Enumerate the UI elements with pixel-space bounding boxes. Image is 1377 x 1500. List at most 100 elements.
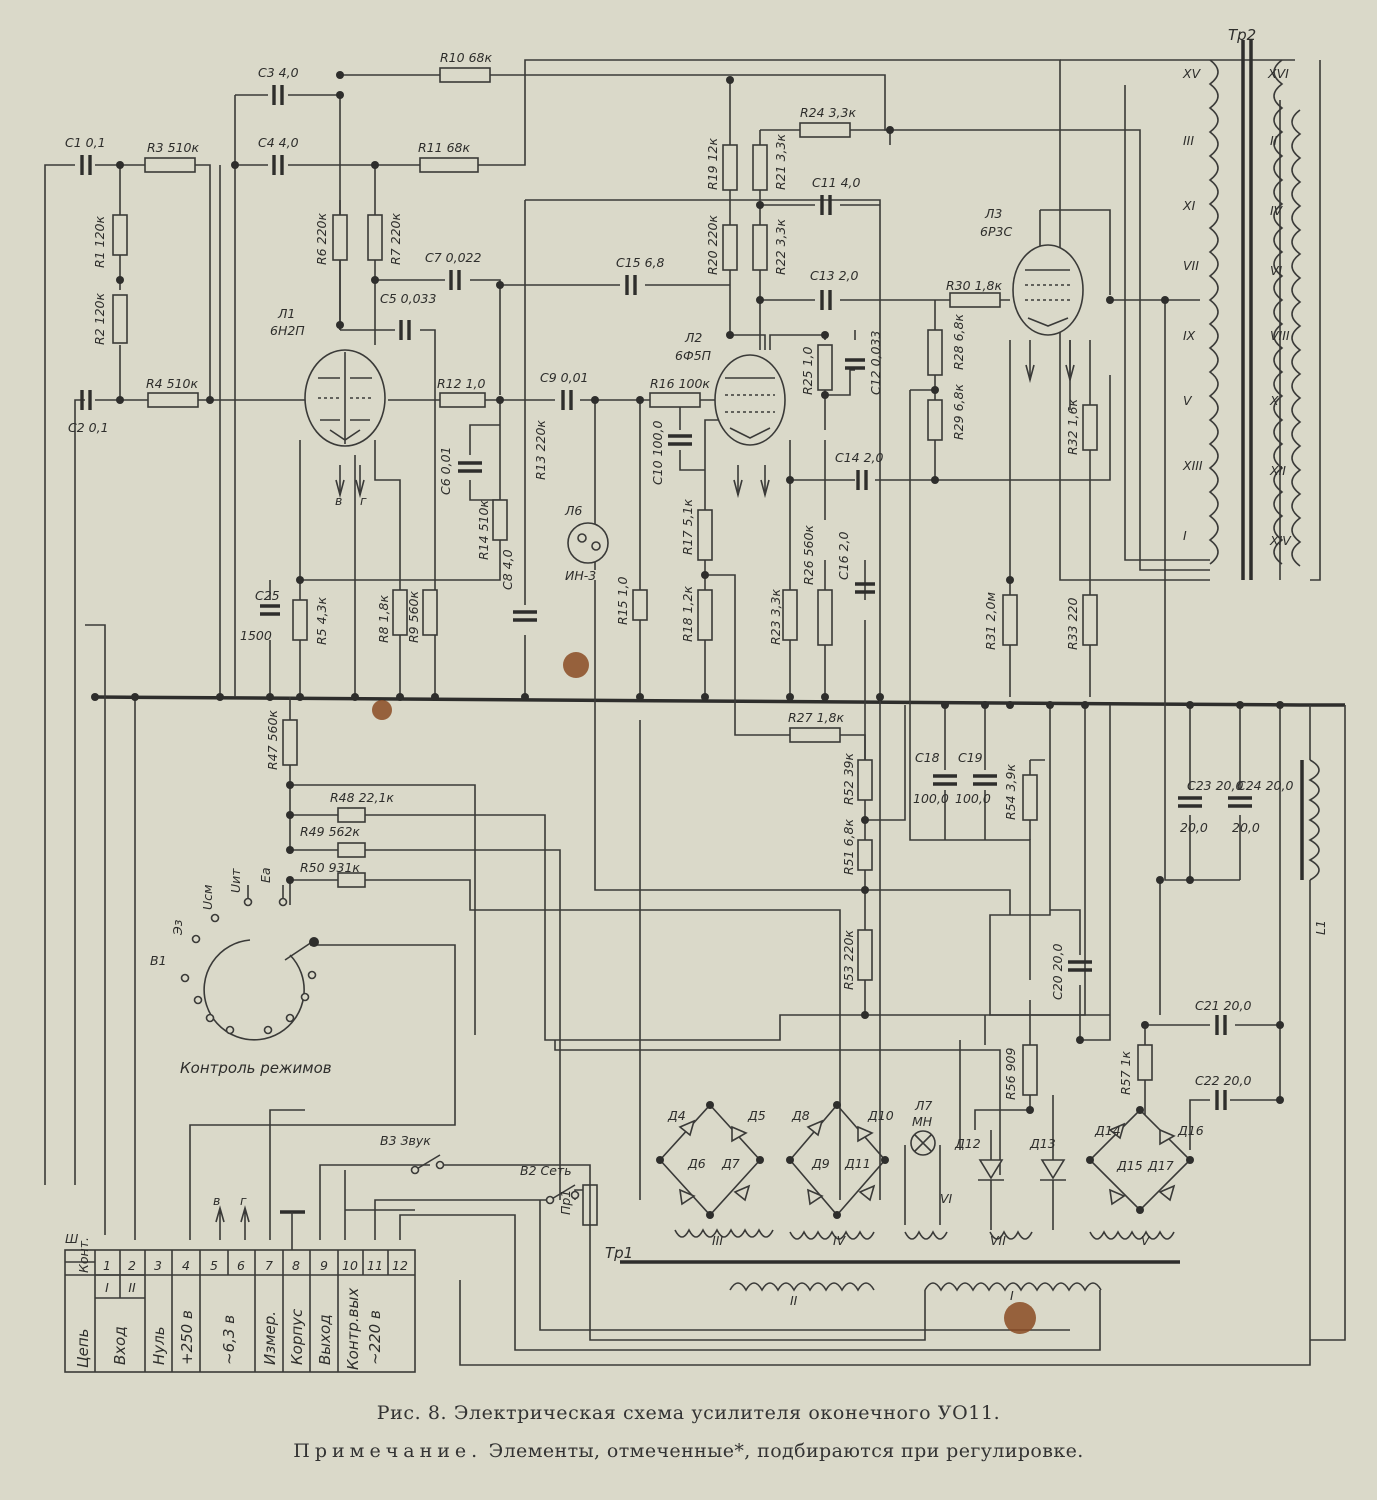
label-diode-Д6: Д6	[687, 1156, 706, 1171]
label-с5: С5 0,033	[380, 291, 436, 306]
label-с6: С6 0,01	[438, 447, 453, 496]
connector-arrows	[215, 1205, 305, 1250]
label-r28: R28 6,8к	[951, 314, 966, 370]
label-r33: R33 220	[1065, 598, 1080, 650]
label-r17: R17 5,1к	[680, 499, 695, 555]
label-connector-contact: Конт.	[76, 1237, 91, 1273]
label-pin-9: 9	[320, 1258, 328, 1273]
resistor-r14	[492, 499, 508, 541]
resistor-r49	[337, 842, 366, 858]
label-с10: С10 100,0	[650, 421, 665, 485]
label-с2: С2 0,1	[68, 420, 109, 435]
label-connector-7: Контр.вых	[344, 1288, 362, 1370]
label-lamp-l7-type: МН	[912, 1114, 933, 1129]
label-r31: R31 2,0м	[983, 592, 998, 650]
label-diode-Д17: Д17	[1147, 1158, 1174, 1173]
label-r12: R12 1,0	[437, 376, 485, 391]
junction-dots	[91, 71, 1284, 1114]
resistor-r32	[1082, 404, 1098, 451]
label-connector-8: ~220 в	[366, 1310, 384, 1365]
label-r4: R4 510к	[146, 376, 198, 391]
label-connector-ref: Ш	[65, 1231, 79, 1246]
tube-l2	[714, 354, 786, 499]
label-с23: С23 20,0	[1187, 778, 1243, 793]
label-r1: R1 120к	[92, 216, 107, 268]
label-pin-1: 1	[103, 1258, 111, 1273]
label-diode-Д4: Д4	[667, 1108, 686, 1123]
label-tr1-winding-0: I	[1010, 1288, 1014, 1303]
label-tr1-winding-1: II	[790, 1293, 798, 1308]
label-tr2: Тр2	[1228, 26, 1256, 44]
note-text: Элементы, отмеченные*, подбираются при р…	[482, 1440, 1084, 1462]
label-connector-1: Нуль	[150, 1326, 168, 1365]
label-diode-Д12: Д12	[954, 1136, 981, 1151]
label-r22: R22 3,3к	[773, 219, 788, 275]
resistor-r57	[1137, 1044, 1153, 1081]
label-c19-ref: С19	[958, 750, 983, 765]
label-r7: R7 220к	[388, 213, 403, 265]
label-c24-value: 20,0	[1232, 820, 1260, 835]
label-tube-l3-type: 6Р3С	[980, 224, 1012, 239]
label-lamp-l6-type: ИН-3	[565, 568, 596, 583]
label-diode-Д9: Д9	[811, 1156, 830, 1171]
label-с21: С21 20,0	[1195, 998, 1251, 1013]
figure-note: Примечание. Элементы, отмеченные*, подби…	[0, 1440, 1377, 1462]
label-tr2-winding-1: III	[1183, 133, 1194, 148]
resistor-r20	[722, 224, 738, 271]
label-tube-l1-ref: Л1	[277, 306, 295, 321]
label-choke: L1	[1313, 920, 1328, 935]
mode-switch-b1	[180, 885, 319, 1041]
label-diode-Д16: Д16	[1177, 1123, 1204, 1138]
label-r25: R25 1,0	[800, 347, 815, 395]
resistor-r22	[752, 224, 768, 271]
wiring	[44, 59, 1346, 1366]
resistor-r21	[752, 144, 768, 191]
resistor-r2	[112, 294, 128, 344]
label-r56: R56 909	[1003, 1048, 1018, 1100]
label-connector-5: Корпус	[288, 1308, 306, 1365]
label-switch-b2: В2 Сеть	[520, 1163, 572, 1178]
label-lamp-l7-ref: Л7	[914, 1098, 932, 1113]
label-r21: R21 3,3к	[773, 134, 788, 190]
ground-bus	[94, 695, 1301, 707]
label-r53: R53 220к	[841, 930, 856, 990]
label-с14: С14 2,0	[835, 450, 884, 465]
label-r15: R15 1,0	[615, 577, 630, 625]
label-c23-value: 20,0	[1180, 820, 1208, 835]
label-tr2-winding-13: X	[1269, 393, 1279, 408]
label-с4: С4 4,0	[258, 135, 299, 150]
label-с8: С8 4,0	[500, 549, 515, 590]
label-lamp-l6-ref: Л6	[564, 503, 582, 518]
label-r14: R14 510к	[476, 500, 491, 560]
label-connector-3: ~6,3 в	[220, 1315, 238, 1365]
label-conn-heater-b: г	[240, 1193, 247, 1208]
label-conn-heater-a: в	[213, 1193, 220, 1208]
resistor-r27	[789, 727, 841, 743]
label-tr1: Тр1	[605, 1244, 633, 1262]
label-pin-3: 3	[154, 1258, 162, 1273]
label-tr2-winding-8: XVI	[1267, 66, 1289, 81]
label-mode-0: Эз	[170, 919, 185, 936]
label-tr2-winding-9: II	[1270, 133, 1278, 148]
resistor-r19	[722, 144, 738, 191]
capacitors	[80, 85, 1252, 1110]
resistor-r18	[697, 589, 713, 641]
resistor-r23	[782, 589, 798, 641]
label-connector-2: +250 в	[178, 1310, 196, 1365]
label-tr2-winding-2: XI	[1182, 198, 1196, 213]
label-pin-2: 2	[128, 1258, 136, 1273]
label-heater-b: г	[360, 493, 367, 508]
label-c25-ref: С25	[255, 588, 280, 603]
resistor-r56	[1022, 1044, 1038, 1096]
label-r50: R50 931к	[300, 860, 360, 875]
resistor-r24	[799, 122, 851, 138]
resistor-r26	[817, 589, 833, 646]
resistor-r31	[1002, 594, 1018, 646]
label-connector-4: Измер.	[261, 1311, 279, 1365]
resistor-r30	[949, 292, 1001, 308]
resistor-r8	[392, 589, 408, 636]
label-tr1-winding-3: IV	[833, 1233, 847, 1248]
label-tr2-winding-4: IX	[1183, 328, 1196, 343]
